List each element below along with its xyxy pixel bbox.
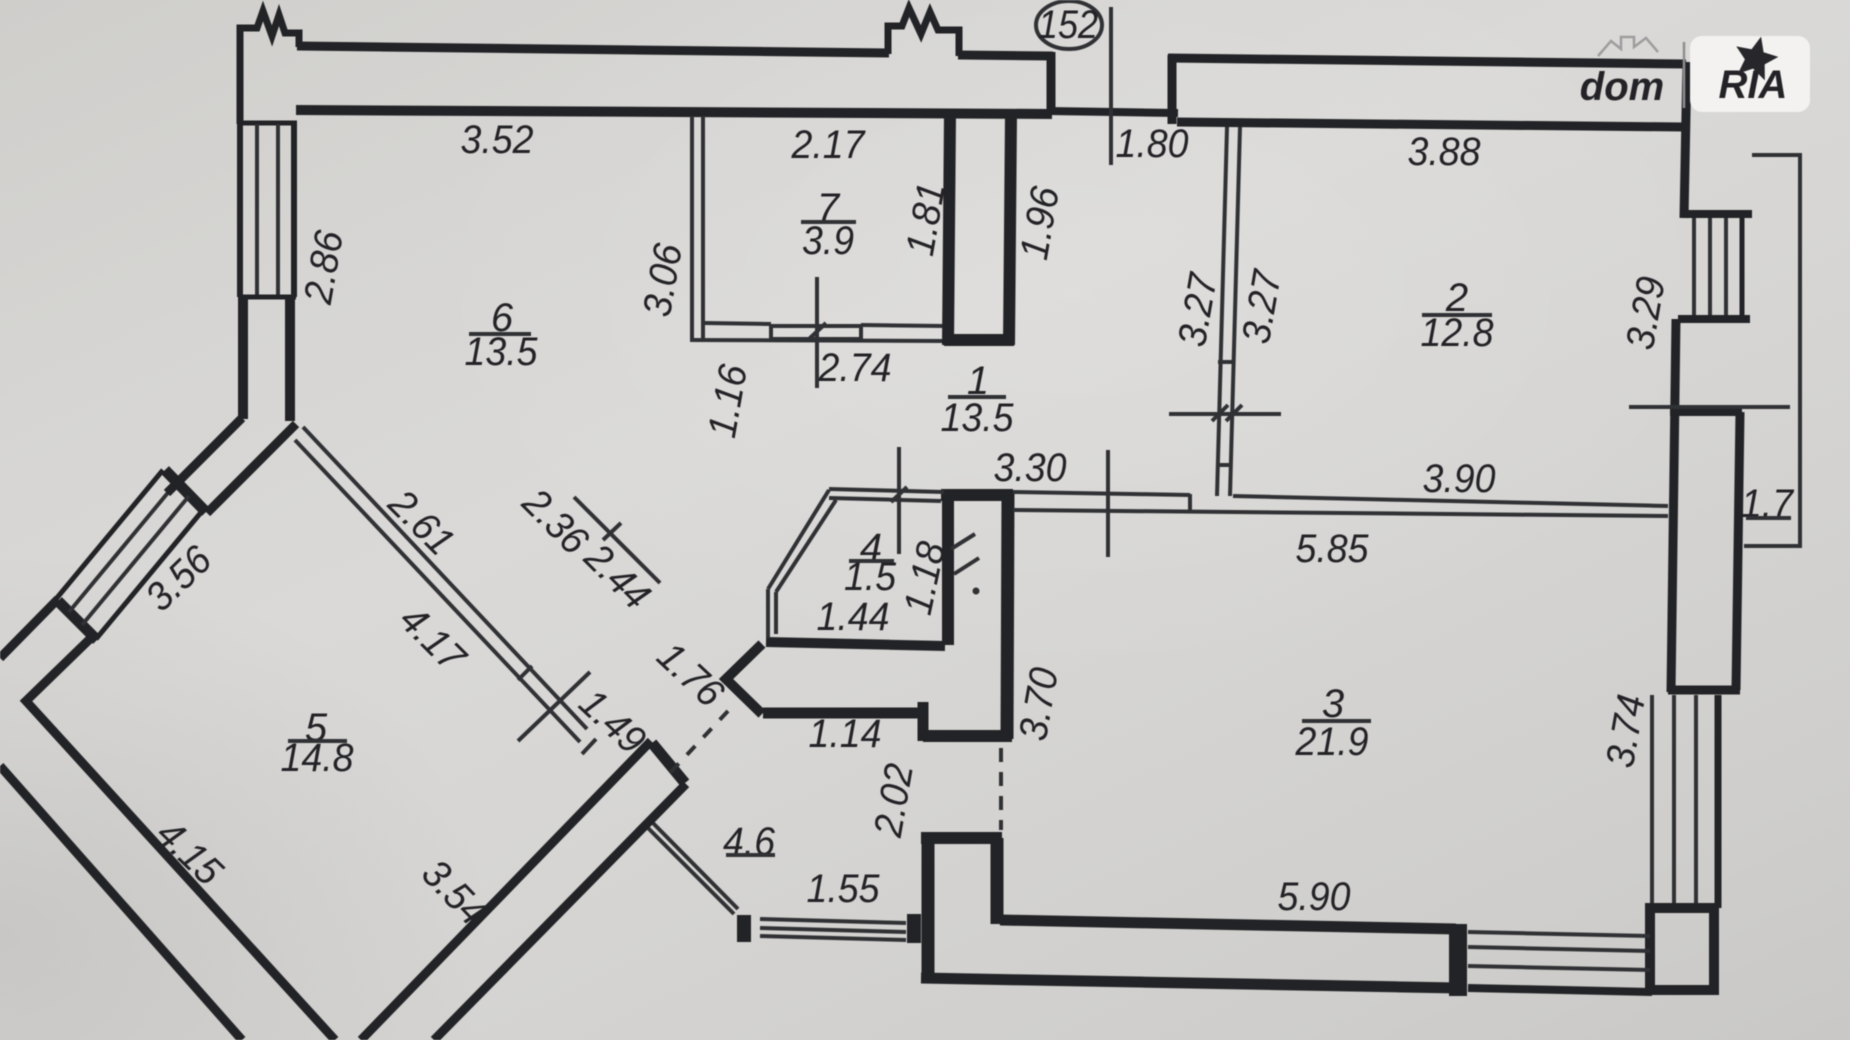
- svg-text:6: 6: [491, 296, 514, 340]
- svg-text:3.52: 3.52: [461, 118, 534, 162]
- svg-text:3.29: 3.29: [1618, 273, 1674, 353]
- svg-text:3.9: 3.9: [802, 219, 854, 263]
- svg-text:3.88: 3.88: [1408, 130, 1482, 174]
- svg-text:3: 3: [1322, 682, 1344, 726]
- svg-text:3.27: 3.27: [1234, 266, 1290, 347]
- svg-text:1.76: 1.76: [649, 634, 733, 716]
- svg-text:14.8: 14.8: [281, 736, 355, 780]
- svg-text:1.5: 1.5: [844, 555, 897, 599]
- svg-text:3.74: 3.74: [1598, 691, 1654, 771]
- svg-text:3.06: 3.06: [635, 240, 691, 320]
- svg-text:3.70: 3.70: [1011, 664, 1067, 744]
- svg-text:13.5: 13.5: [941, 396, 1015, 440]
- svg-text:3.30: 3.30: [994, 446, 1067, 490]
- svg-text:2.44: 2.44: [575, 535, 658, 618]
- svg-text:3.27: 3.27: [1170, 269, 1226, 350]
- svg-text:1.80: 1.80: [1116, 122, 1189, 166]
- svg-text:2.86: 2.86: [296, 227, 352, 308]
- svg-text:21.9: 21.9: [1295, 720, 1369, 764]
- svg-text:4.6: 4.6: [723, 820, 776, 864]
- svg-text:2.36: 2.36: [513, 480, 597, 564]
- svg-text:4.17: 4.17: [391, 597, 475, 681]
- svg-text:2: 2: [1445, 276, 1468, 320]
- svg-text:1.96: 1.96: [1012, 183, 1068, 263]
- svg-text:3.54: 3.54: [413, 851, 495, 934]
- svg-text:3.90: 3.90: [1423, 457, 1496, 501]
- svg-text:152: 152: [1038, 3, 1098, 47]
- svg-text:5.85: 5.85: [1296, 527, 1370, 571]
- svg-text:1.16: 1.16: [700, 361, 756, 441]
- svg-text:RIA: RIA: [1719, 63, 1788, 107]
- svg-text:1.44: 1.44: [817, 595, 890, 639]
- svg-text:1: 1: [967, 359, 989, 403]
- svg-text:5.90: 5.90: [1278, 875, 1351, 919]
- svg-text:2.17: 2.17: [791, 123, 867, 167]
- svg-text:4.15: 4.15: [148, 812, 232, 895]
- svg-text:1.55: 1.55: [807, 867, 881, 911]
- svg-text:dom: dom: [1580, 65, 1664, 109]
- svg-text:2.61: 2.61: [379, 481, 462, 564]
- svg-text:12.8: 12.8: [1421, 311, 1495, 355]
- svg-text:3.56: 3.56: [137, 537, 221, 620]
- svg-text:13.5: 13.5: [465, 330, 539, 374]
- svg-text:2.74: 2.74: [818, 346, 892, 390]
- svg-text:1.14: 1.14: [809, 712, 882, 756]
- svg-text:2.02: 2.02: [866, 760, 922, 840]
